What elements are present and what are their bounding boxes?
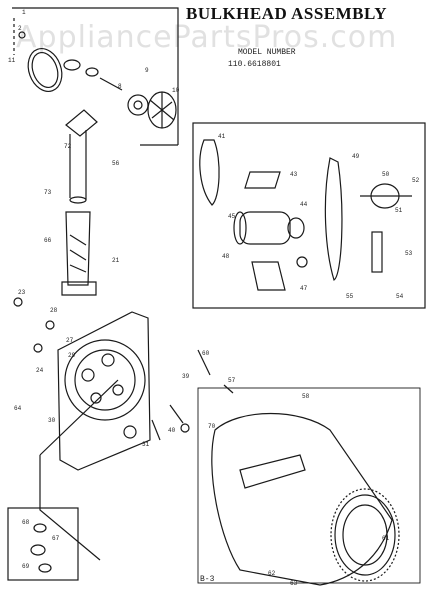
callout: 54 xyxy=(396,293,404,300)
watermark: AppliancePartsPros.com xyxy=(16,20,398,55)
callout: 23 xyxy=(18,289,26,296)
drum xyxy=(211,412,400,586)
callout: 67 xyxy=(52,535,60,542)
callout: 43 xyxy=(290,171,298,178)
callout: 73 xyxy=(44,189,52,196)
callout: 40 xyxy=(168,427,176,434)
callout: 72 xyxy=(64,143,72,150)
callout: 58 xyxy=(302,393,310,400)
model-number-label: MODEL NUMBER xyxy=(238,48,296,57)
callout: 1 xyxy=(22,9,26,16)
callout: 28 xyxy=(50,307,58,314)
callout-labels: 2 1 11 8 9 10 72 73 56 66 21 23 28 27 29… xyxy=(8,9,420,587)
callout: 55 xyxy=(346,293,354,300)
diagram-title: BULKHEAD ASSEMBLY xyxy=(186,4,388,23)
callout: 45 xyxy=(228,213,236,220)
callout: 27 xyxy=(66,337,74,344)
callout: 2 xyxy=(18,25,22,32)
callout: 53 xyxy=(405,250,413,257)
callout: 52 xyxy=(412,177,420,184)
callout: 10 xyxy=(172,87,180,94)
callout: 57 xyxy=(228,377,236,384)
callout: 24 xyxy=(36,367,44,374)
callout: 49 xyxy=(352,153,360,160)
callout: 47 xyxy=(300,285,308,292)
callout: 56 xyxy=(112,160,120,167)
callout: 51 xyxy=(395,207,403,214)
callout: 66 xyxy=(44,237,52,244)
callout: 70 xyxy=(208,423,216,430)
callout: 31 xyxy=(142,441,150,448)
callout: 50 xyxy=(382,171,390,178)
exhaust-duct xyxy=(65,109,98,204)
callout: 69 xyxy=(22,563,30,570)
lint-duct xyxy=(61,211,97,296)
inset-motor-group xyxy=(192,122,426,309)
callout: 30 xyxy=(48,417,56,424)
model-number-value: 110.6618801 xyxy=(228,60,281,69)
callout: 29 xyxy=(68,352,76,359)
callout: 64 xyxy=(14,405,22,412)
inset-blower-group xyxy=(12,7,179,146)
page-reference: B-3 xyxy=(200,575,215,584)
callout: 41 xyxy=(218,133,226,140)
callout: 62 xyxy=(268,570,276,577)
callout: 48 xyxy=(222,253,230,260)
callout: 9 xyxy=(145,67,149,74)
bulkhead-panel xyxy=(39,311,151,561)
callout: 60 xyxy=(202,350,210,357)
callout: 68 xyxy=(22,519,30,526)
callout: 8 xyxy=(118,83,122,90)
small-parts xyxy=(13,297,234,441)
callout: 63 xyxy=(290,580,298,587)
callout: 11 xyxy=(8,57,16,64)
callout: 21 xyxy=(112,257,120,264)
callout: 61 xyxy=(382,535,390,542)
callout: 39 xyxy=(182,373,190,380)
callout: 44 xyxy=(300,201,308,208)
drum-inset-frame xyxy=(197,387,421,584)
inset-bottom-left xyxy=(7,507,79,581)
